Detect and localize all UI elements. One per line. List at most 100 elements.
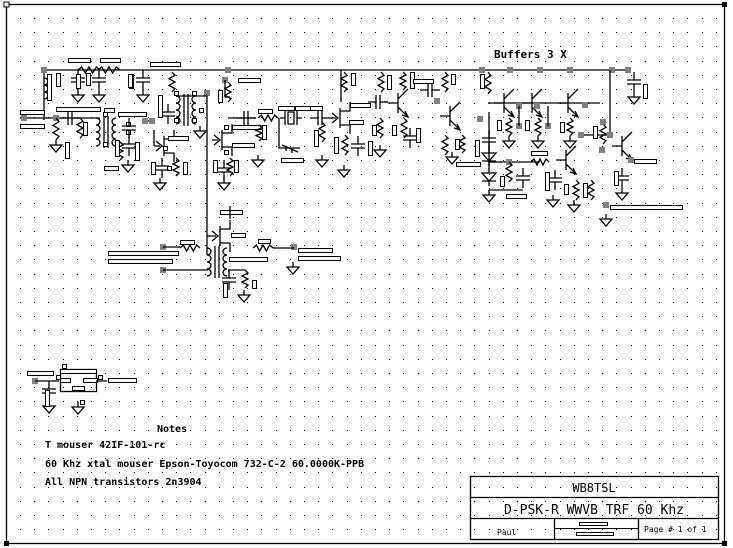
resistor-icon[interactable] <box>399 117 409 139</box>
part-label[interactable] <box>86 73 91 86</box>
junction-node[interactable] <box>21 115 27 121</box>
varactor-diode-icon[interactable] <box>480 148 498 166</box>
part-label[interactable] <box>83 122 88 136</box>
part-label[interactable] <box>218 90 223 103</box>
junction-node[interactable] <box>149 118 155 124</box>
capacitor-icon[interactable] <box>155 158 169 178</box>
junction-node[interactable] <box>600 119 606 125</box>
part-label[interactable] <box>314 130 319 147</box>
part-label[interactable] <box>351 73 356 86</box>
part-label[interactable] <box>614 171 619 186</box>
junction-node[interactable] <box>537 67 543 73</box>
part-label[interactable] <box>392 125 397 136</box>
part-label[interactable] <box>500 176 505 187</box>
part-label[interactable] <box>281 158 304 163</box>
resistor-icon[interactable] <box>97 65 121 75</box>
capacitor-icon[interactable] <box>122 136 136 156</box>
resistor-icon[interactable] <box>179 243 201 253</box>
part-label[interactable] <box>76 74 81 89</box>
part-label[interactable] <box>298 256 341 261</box>
part-label[interactable] <box>213 160 218 173</box>
junction-node[interactable] <box>204 90 210 96</box>
capacitor-icon[interactable] <box>136 70 150 90</box>
part-label[interactable] <box>60 369 97 374</box>
resistor-icon[interactable] <box>376 71 386 93</box>
part-label[interactable] <box>456 162 481 167</box>
part-label[interactable] <box>118 112 147 117</box>
part-label[interactable] <box>334 137 339 154</box>
part-label[interactable] <box>497 120 502 131</box>
capacitor-icon[interactable] <box>42 381 56 401</box>
capacitor-icon[interactable] <box>482 130 496 150</box>
transformer-icon[interactable] <box>206 246 228 278</box>
frame-corner-handle-tr[interactable] <box>722 2 727 7</box>
part-label[interactable] <box>531 151 548 156</box>
capacitor-icon[interactable] <box>516 168 530 188</box>
resistor-icon[interactable] <box>598 123 608 145</box>
part-label[interactable] <box>506 194 527 199</box>
wire[interactable] <box>176 95 208 255</box>
resistor-icon[interactable] <box>51 117 61 141</box>
part-label[interactable] <box>158 95 163 118</box>
part-label[interactable] <box>83 378 98 383</box>
part-label[interactable] <box>258 239 271 244</box>
junction-node[interactable] <box>567 67 573 73</box>
capacitor-icon[interactable] <box>217 160 231 180</box>
capacitor-icon[interactable] <box>351 136 365 156</box>
part-label[interactable] <box>262 125 267 140</box>
part-label[interactable] <box>68 58 91 63</box>
npn-transistor-icon[interactable] <box>612 131 634 162</box>
part-label[interactable] <box>455 139 460 150</box>
part-label[interactable] <box>56 107 101 112</box>
fet-transistor-icon[interactable] <box>212 124 233 156</box>
part-label[interactable] <box>583 183 588 198</box>
part-label[interactable] <box>610 205 683 210</box>
part-label[interactable] <box>413 79 434 84</box>
junction-node[interactable] <box>609 67 615 73</box>
part-label[interactable] <box>100 58 121 63</box>
junction-node[interactable] <box>607 132 613 138</box>
capacitor-icon[interactable] <box>548 170 562 190</box>
capacitor-icon[interactable] <box>310 111 330 125</box>
part-label[interactable] <box>108 378 137 383</box>
junction-node[interactable] <box>582 102 588 108</box>
resistor-icon[interactable] <box>171 157 181 177</box>
wire[interactable] <box>278 118 300 149</box>
capacitor-icon[interactable] <box>420 83 440 97</box>
frame-corner-handle-br[interactable] <box>722 541 727 546</box>
capacitor-icon[interactable] <box>403 128 417 148</box>
part-label[interactable] <box>229 257 268 262</box>
crystal-icon[interactable] <box>280 111 302 125</box>
part-label[interactable] <box>545 172 550 191</box>
fet-transistor-icon[interactable] <box>330 102 351 134</box>
part-label[interactable] <box>232 143 255 148</box>
resistor-icon[interactable] <box>240 269 250 289</box>
resistor-icon[interactable] <box>77 65 101 75</box>
part-label[interactable] <box>56 73 61 87</box>
resistor-icon[interactable] <box>252 243 274 253</box>
part-label[interactable] <box>387 75 392 90</box>
junction-node[interactable] <box>603 202 609 208</box>
resistor-icon[interactable] <box>457 134 467 154</box>
part-label[interactable] <box>20 124 45 129</box>
junction-node[interactable] <box>291 244 297 250</box>
resistor-icon[interactable] <box>375 117 385 139</box>
part-label[interactable] <box>20 110 45 115</box>
part-label[interactable] <box>104 166 119 171</box>
resistor-icon[interactable] <box>223 81 233 103</box>
junction-node[interactable] <box>599 147 605 153</box>
part-label[interactable] <box>298 248 333 253</box>
part-label[interactable] <box>643 84 648 99</box>
resistor-icon[interactable] <box>533 117 543 137</box>
junction-node[interactable] <box>507 67 513 73</box>
resistor-icon[interactable] <box>115 141 125 161</box>
resistor-icon[interactable] <box>483 71 493 95</box>
resistor-icon[interactable] <box>504 117 514 137</box>
trimmer-capacitor-icon[interactable] <box>281 144 299 153</box>
part-label[interactable] <box>65 142 70 159</box>
part-label[interactable] <box>252 280 257 289</box>
part-label[interactable] <box>108 259 173 264</box>
resistor-icon[interactable] <box>565 117 575 137</box>
part-label[interactable] <box>564 184 569 195</box>
capacitor-icon[interactable] <box>161 104 175 124</box>
